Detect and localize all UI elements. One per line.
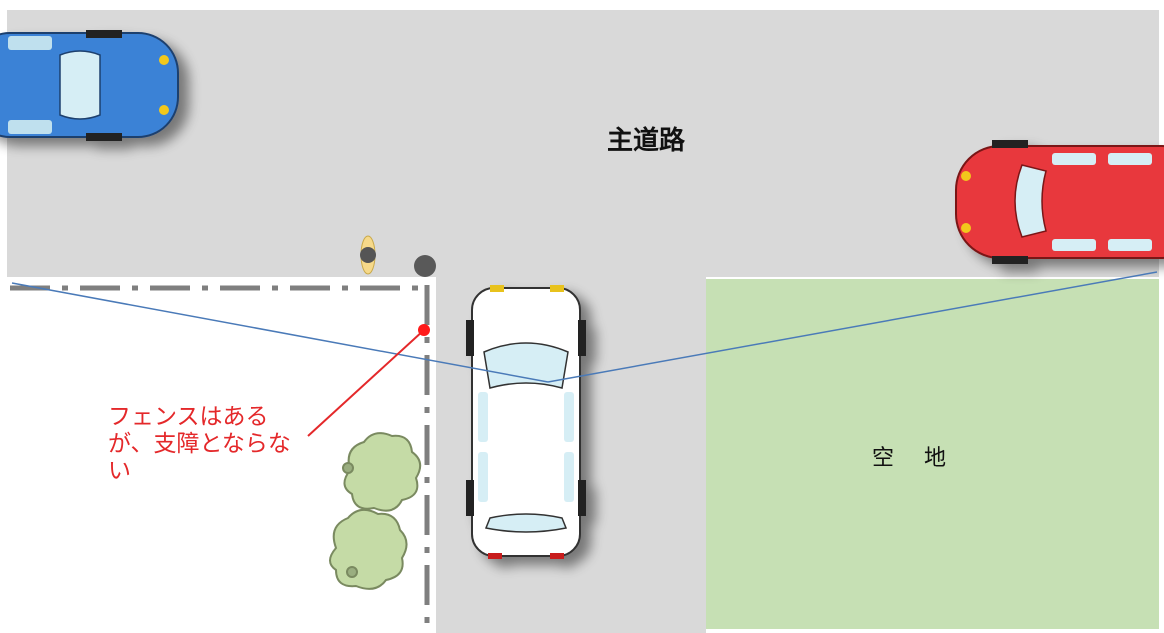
blue-car-icon [0,30,179,141]
tree-icon [329,432,422,590]
sight-lines [11,271,1158,383]
red-car-icon [955,140,1164,264]
vacant-lot-label-part1: 空 [872,446,895,471]
annotation-dot [418,324,430,336]
fence [10,285,430,630]
vacant-lot-label: 空地 [872,440,946,472]
vacant-lot-label-part2: 地 [924,446,947,471]
post-icon [414,255,436,277]
main-road-label: 主道路 [607,126,686,156]
pedestrian-icon [360,235,376,275]
white-car-icon [466,285,586,559]
fence-note: フェンスはあるが、支障とならない [108,404,291,484]
annotation-pointer [307,329,425,437]
vacant-lot [706,279,1159,629]
